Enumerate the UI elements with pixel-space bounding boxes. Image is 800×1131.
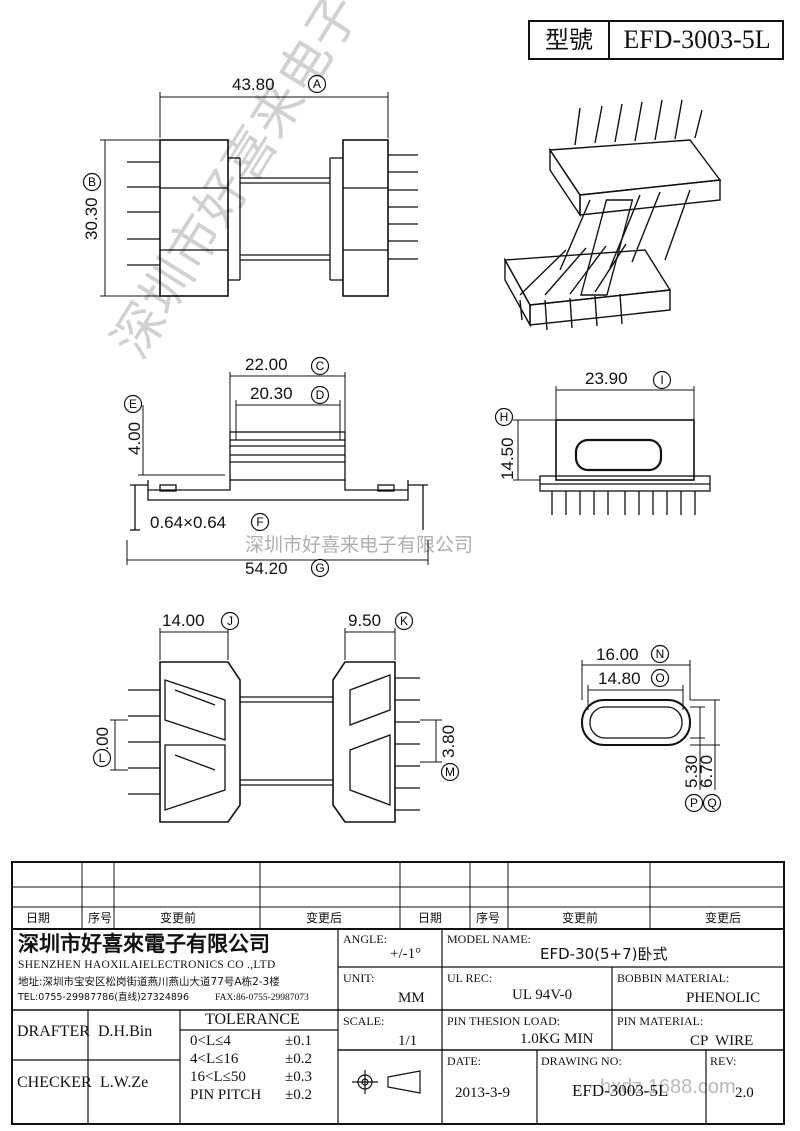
- reference-markers: A B C D E F G H I J K L M N O P Q: [82, 74, 722, 813]
- bobbin-material-label: BOBBIN MATERIAL:: [617, 971, 730, 985]
- rev-header-seq-2: 序号: [476, 911, 501, 925]
- tol-range-1: 0<L≤4: [190, 1033, 231, 1049]
- dim-h: 14.50: [498, 437, 517, 480]
- marker-q: Q: [707, 796, 716, 810]
- unit-label: UNIT:: [343, 971, 375, 985]
- company-address: 地址:深圳市宝安区松岗街道燕川燕山大道77号A栋2-3楼: [18, 976, 280, 988]
- marker-o: O: [655, 671, 664, 685]
- dim-i: 23.90: [585, 369, 628, 388]
- part-number-box: 型號 EFD-3003-5L: [528, 20, 784, 60]
- rev-header-before-2: 变更前: [562, 911, 599, 925]
- dim-c: 22.00: [245, 355, 288, 374]
- date-label: DATE:: [447, 1054, 481, 1068]
- dim-e: 4.00: [125, 422, 144, 455]
- marker-d: D: [316, 388, 325, 402]
- side-view: [126, 372, 429, 565]
- dim-b: 30.30: [82, 197, 101, 240]
- company-name-en: SHENZHEN HAOXILAIELECTRONICS CO .,LTD: [18, 959, 276, 971]
- company-name-cn: 深圳市好喜來電子有限公司: [18, 932, 270, 956]
- pin-load-value: 1.0KG MIN: [520, 1031, 594, 1047]
- company-tel: TEL:0755-29987786(直线)27324896: [18, 992, 190, 1003]
- marker-a: A: [313, 77, 321, 91]
- marker-p: P: [690, 796, 698, 810]
- date-value: 2013-3-9: [455, 1085, 510, 1101]
- tol-value-3: ±0.3: [285, 1069, 312, 1085]
- tol-value-1: ±0.1: [285, 1033, 312, 1049]
- marker-l: L: [99, 751, 106, 765]
- marker-i: I: [660, 373, 663, 387]
- top-view: [100, 92, 418, 297]
- marker-k: K: [400, 614, 408, 628]
- checker-label: CHECKER: [17, 1074, 92, 1091]
- marker-n: N: [656, 647, 665, 661]
- dim-o: 14.80: [598, 669, 641, 688]
- unit-value: MM: [398, 990, 425, 1006]
- drafter-value: D.H.Bin: [98, 1023, 153, 1040]
- marker-f: F: [256, 515, 263, 529]
- angle-label: ANGLE:: [343, 932, 387, 946]
- dim-k: 9.50: [348, 611, 381, 630]
- bobbin-material-value: PHENOLIC: [686, 990, 761, 1006]
- marker-h: H: [500, 410, 509, 424]
- rev-header-before-1: 变更前: [160, 911, 197, 925]
- dim-p: 5.30: [682, 755, 701, 788]
- rev-header-date-2: 日期: [418, 911, 443, 925]
- marker-g: G: [315, 561, 324, 575]
- scale-value: 1/1: [398, 1033, 418, 1049]
- checker-value: L.W.Ze: [100, 1074, 149, 1091]
- model-name-value: EFD-30(5+7)卧式: [540, 945, 668, 963]
- tolerance-title: TOLERANCE: [205, 1011, 300, 1028]
- pin-material-label: PIN MATERIAL:: [617, 1014, 704, 1028]
- rev-header-after-1: 变更后: [306, 911, 343, 925]
- rev-header-seq-1: 序号: [88, 911, 113, 925]
- pin-section-view: [581, 660, 720, 790]
- title-block-grid: [11, 861, 785, 1125]
- tol-range-2: 4<L≤16: [190, 1051, 239, 1067]
- marker-j: J: [227, 614, 233, 628]
- marker-b: B: [88, 175, 96, 189]
- front-view: [513, 386, 711, 515]
- tol-range-4: PIN PITCH: [190, 1087, 262, 1103]
- scale-label: SCALE:: [343, 1014, 385, 1028]
- company-fax: FAX:86-0755-29987073: [215, 993, 309, 1003]
- rev-label: REV:: [710, 1054, 737, 1068]
- ul-rec-value: UL 94V-0: [512, 987, 573, 1003]
- drafter-label: DRAFTER: [17, 1023, 90, 1040]
- marker-m: M: [445, 765, 455, 779]
- dim-f: 0.64×0.64: [150, 513, 226, 532]
- part-number-value: EFD-3003-5L: [623, 25, 771, 54]
- rev-header-after-2: 变更后: [705, 911, 742, 925]
- marker-c: C: [316, 359, 325, 373]
- tol-value-2: ±0.2: [285, 1051, 312, 1067]
- rev-value: 2.0: [735, 1085, 754, 1101]
- dim-q: 6.70: [697, 755, 716, 788]
- dimension-labels: 43.80 30.30 22.00 20.30 4.00 0.64×0.64 5…: [82, 75, 716, 788]
- angle-value: +/-1°: [390, 946, 422, 962]
- pin-material-value: CP WIRE: [690, 1033, 754, 1049]
- tol-range-3: 16<L≤50: [190, 1069, 246, 1085]
- part-number-label: 型號: [530, 22, 610, 58]
- rev-header-date-1: 日期: [26, 911, 51, 925]
- dim-g: 54.20: [245, 559, 288, 578]
- bottom-view: [110, 628, 442, 823]
- marker-e: E: [129, 397, 137, 411]
- dim-d: 20.30: [250, 384, 293, 403]
- isometric-view: [503, 99, 722, 331]
- ul-rec-label: UL REC:: [447, 971, 493, 985]
- dim-j: 14.00: [162, 611, 205, 630]
- tol-value-4: ±0.2: [285, 1087, 312, 1103]
- dim-n: 16.00: [596, 645, 639, 664]
- drawing-no-label: DRAWING NO:: [541, 1054, 622, 1068]
- dim-m: 3.80: [439, 725, 458, 758]
- pin-load-label: PIN THESION LOAD:: [447, 1014, 561, 1028]
- dim-a: 43.80: [232, 75, 275, 94]
- drawing-no-value: EFD-3003-5L: [572, 1081, 669, 1100]
- model-name-label: MODEL NAME:: [447, 932, 531, 946]
